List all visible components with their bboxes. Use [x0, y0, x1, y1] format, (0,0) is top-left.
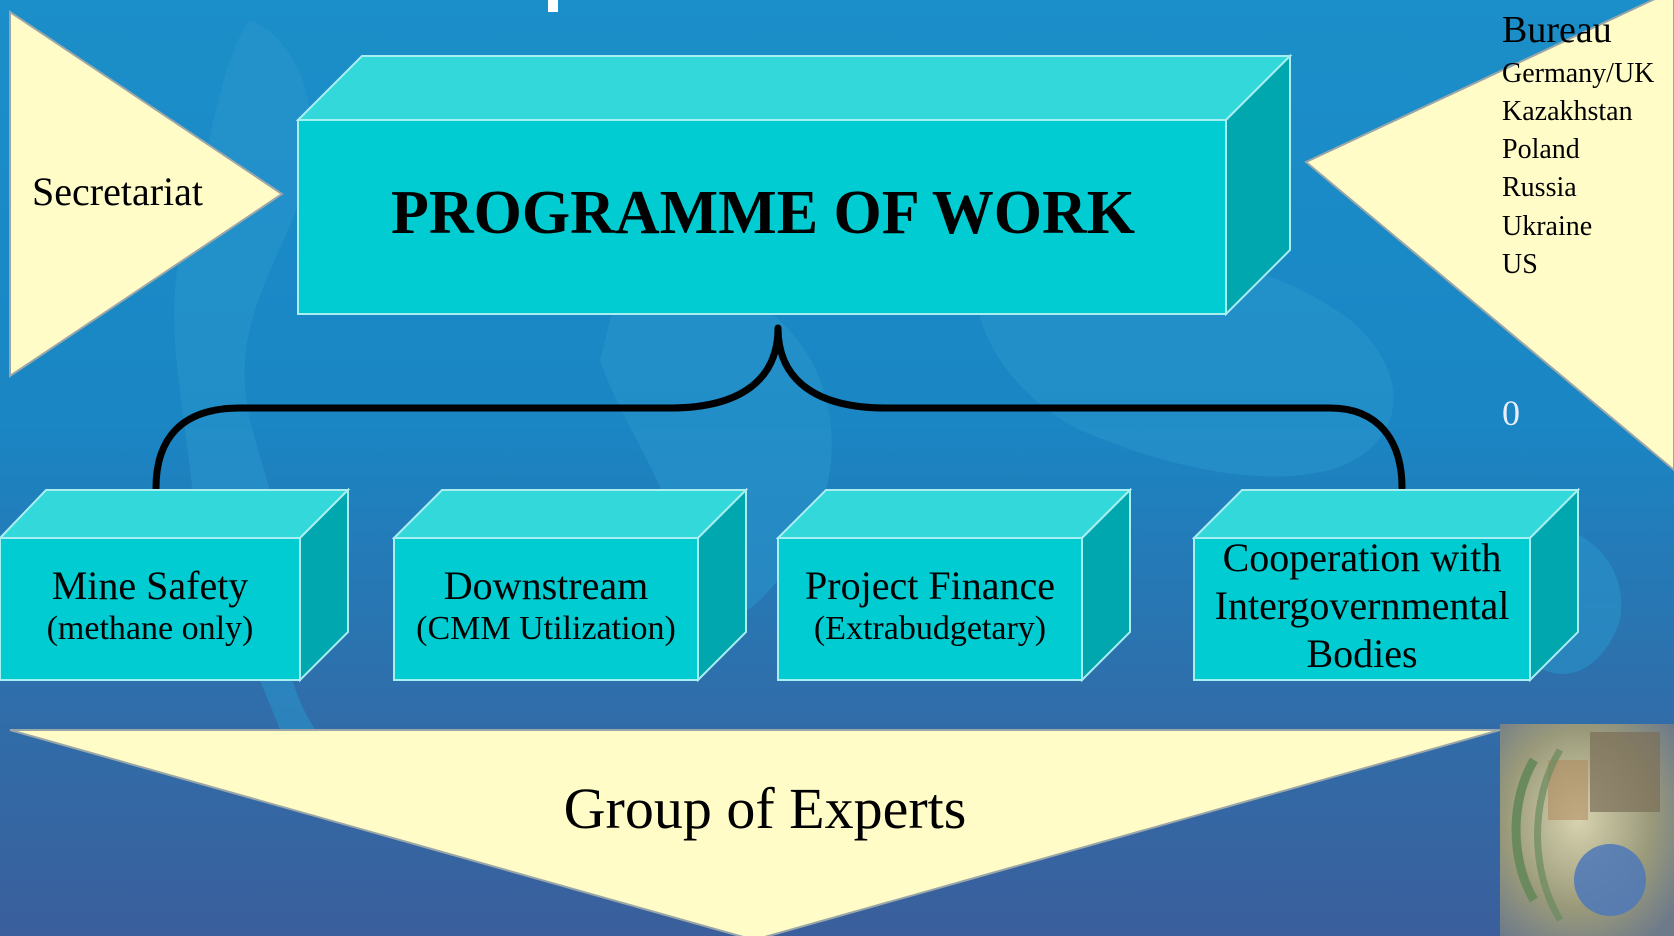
zero-label: 0 — [1502, 393, 1520, 433]
work-area-title: Mine Safety — [51, 563, 249, 608]
brace-connector — [152, 324, 1406, 492]
work-area-title-line2: Intergovernmental — [1214, 583, 1510, 628]
bureau-member: Russia — [1502, 172, 1577, 203]
secretariat-label: Secretariat — [32, 169, 203, 214]
work-area-subtitle: (methane only) — [46, 610, 254, 648]
bureau-triangle — [1304, 0, 1674, 472]
work-area-title: Project Finance — [805, 563, 1055, 608]
work-area-subtitle: (Extrabudgetary) — [813, 610, 1047, 648]
experts-triangle — [9, 729, 1501, 936]
work-area-label-3: Project Finance (Extrabudgetary) — [778, 562, 1082, 649]
work-area-title: Cooperation with — [1222, 535, 1502, 580]
connector-stub — [548, 0, 558, 12]
work-area-title: Downstream — [443, 563, 649, 608]
bureau-member: US — [1502, 249, 1538, 280]
work-area-label-1: Mine Safety (methane only) — [0, 562, 300, 649]
bureau-title: Bureau — [1502, 9, 1612, 51]
bureau-member: Kazakhstan — [1502, 96, 1633, 127]
bureau-member: Germany/UK — [1502, 58, 1655, 89]
work-area-subtitle: (CMM Utilization) — [416, 610, 676, 648]
work-area-box-2 — [391, 487, 749, 683]
bureau-member: Ukraine — [1502, 211, 1593, 242]
experts-label: Group of Experts — [563, 776, 967, 841]
work-area-box-4 — [1191, 487, 1581, 683]
work-area-label-2: Downstream (CMM Utilization) — [394, 562, 698, 649]
work-area-box-3 — [775, 487, 1133, 683]
programme-box — [295, 53, 1293, 317]
work-area-title-line3: Bodies — [1306, 631, 1418, 676]
secretariat-triangle — [9, 10, 284, 378]
bureau-member: Poland — [1502, 134, 1580, 165]
work-area-label-4: Cooperation with Intergovernmental Bodie… — [1194, 534, 1530, 678]
programme-title: PROGRAMME OF WORK — [391, 179, 1135, 247]
un-logo-image — [1500, 724, 1674, 936]
work-area-box-1 — [0, 487, 351, 683]
